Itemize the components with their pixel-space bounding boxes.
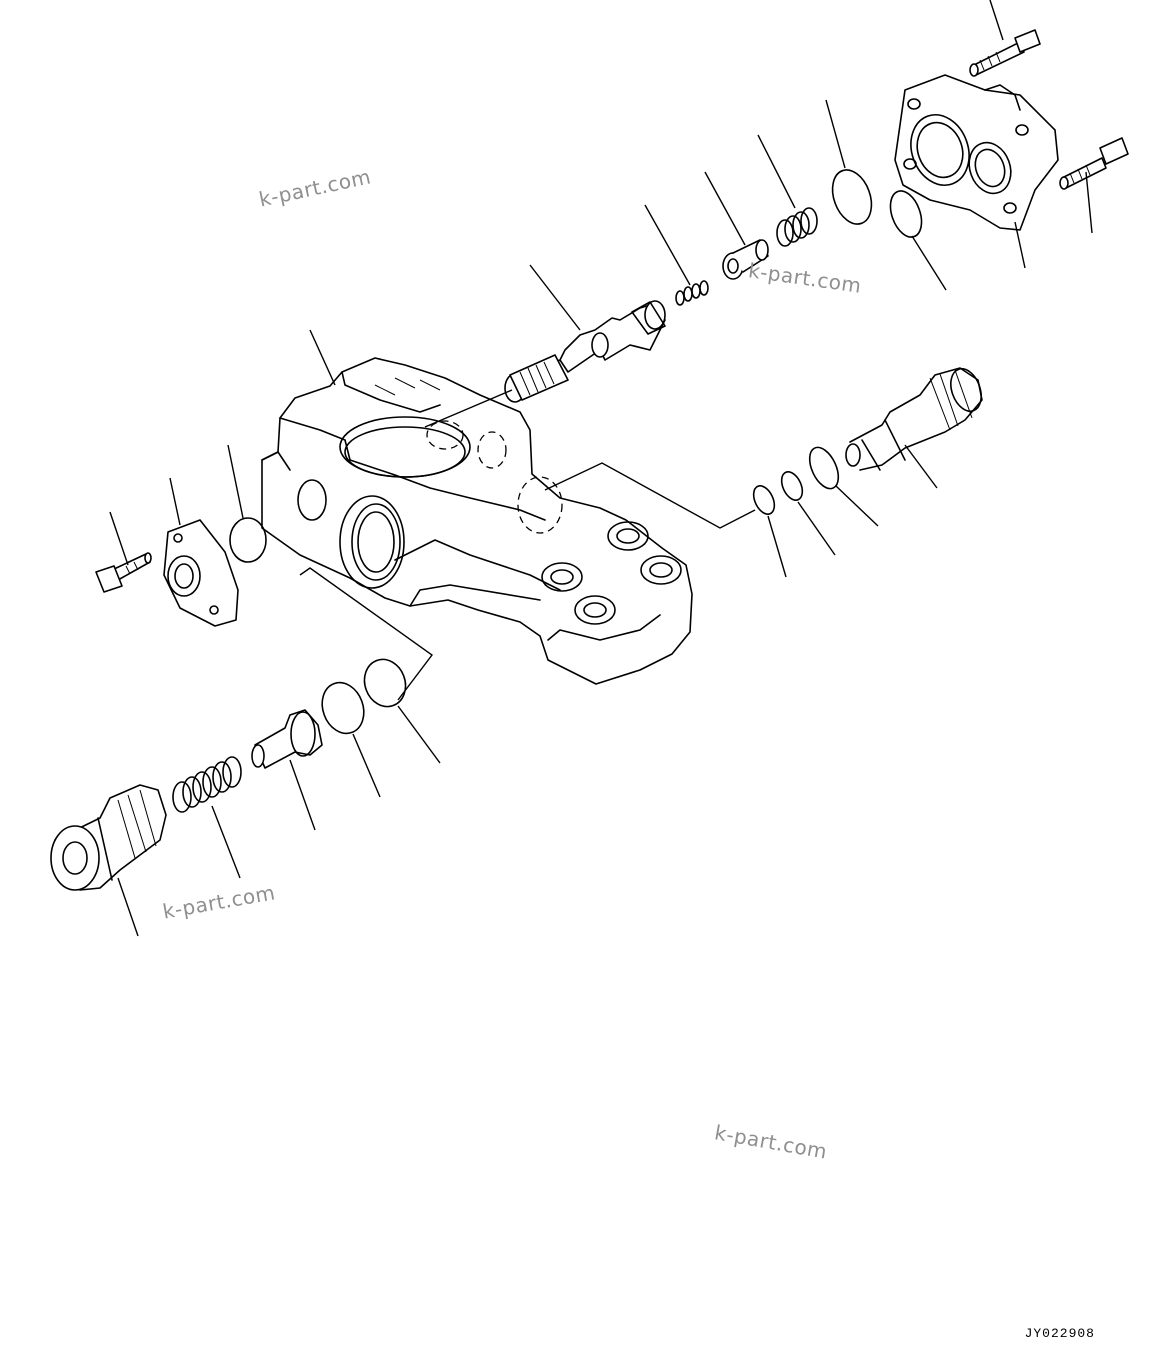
assembly-bracket-right — [544, 462, 756, 529]
washer — [780, 471, 804, 501]
leader-o-ring-left — [227, 444, 244, 519]
bolt-top — [969, 29, 1041, 77]
leader-left-flange — [169, 477, 181, 526]
leader-spool — [529, 264, 581, 331]
left-flange — [163, 519, 239, 627]
spring-lower — [172, 756, 242, 813]
leader-body — [309, 329, 336, 386]
valve-body — [261, 357, 693, 685]
small-spring — [675, 280, 709, 306]
bolt-left — [95, 552, 152, 593]
bolt-right — [1059, 137, 1129, 190]
o-ring — [831, 169, 873, 225]
o-ring-small — [889, 190, 923, 238]
poppet — [251, 709, 323, 769]
cover — [894, 74, 1059, 231]
leader-plug — [117, 877, 139, 937]
leader-spring-lower — [211, 805, 241, 879]
leader-cartridge — [904, 444, 938, 489]
leader-o-ring — [825, 99, 846, 169]
spool — [504, 300, 666, 403]
leader-o-ring-lower — [397, 705, 441, 764]
valve-cartridge — [845, 367, 983, 471]
leader-piston — [704, 171, 746, 246]
leader-bolt-right — [1085, 171, 1093, 234]
leader-backup-ring — [835, 485, 879, 527]
leader-poppet — [289, 759, 316, 831]
leader-bolt-top — [989, 0, 1004, 41]
plug — [50, 784, 167, 891]
backup-ring-lower — [321, 681, 365, 735]
spring — [776, 207, 818, 247]
piston — [722, 239, 769, 280]
leader-spring — [757, 134, 796, 209]
leader-washer — [797, 501, 836, 556]
leader-bolt-left — [109, 511, 129, 566]
o-ring-right — [752, 485, 776, 515]
leader-o-ring-right — [767, 515, 787, 578]
o-ring-lower — [363, 658, 407, 708]
drawing-code: JY022908 — [1024, 1326, 1095, 1341]
leader-o-ring-small — [911, 235, 947, 291]
leader-cover — [1014, 221, 1026, 269]
backup-ring — [808, 446, 840, 490]
assembly-bracket-lower — [299, 567, 433, 701]
leader-small-spring — [644, 204, 691, 286]
leader-spool-bore — [424, 389, 513, 428]
o-ring-left — [229, 517, 267, 563]
leader-backup-ring-lower — [352, 733, 381, 798]
